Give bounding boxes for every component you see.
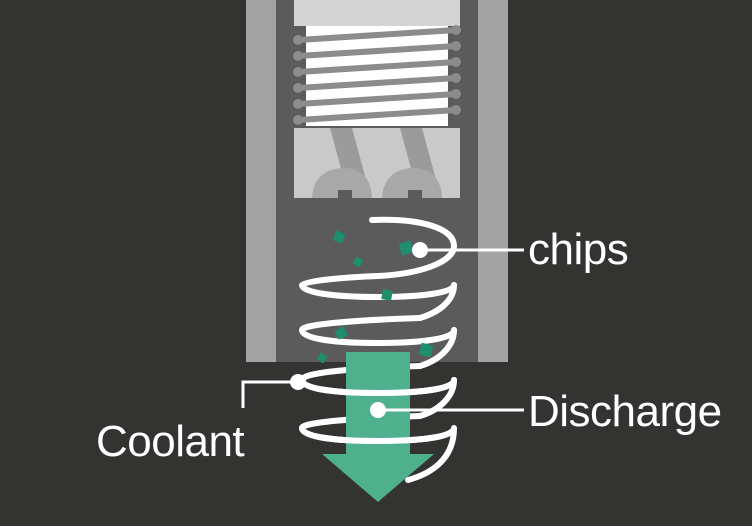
leader-lines — [241, 248, 524, 412]
chip-particle-icon — [352, 256, 364, 268]
internal-spring — [293, 0, 461, 126]
chips-label: chips — [528, 225, 629, 274]
chip-particle-icon — [316, 352, 328, 364]
chip-particle-icon — [418, 342, 434, 358]
cutting-head — [294, 128, 460, 204]
coolant-label: Coolant — [96, 417, 245, 466]
chip-particle-icon — [332, 230, 346, 244]
leader-dots — [290, 242, 428, 418]
discharge-label: Discharge — [528, 387, 722, 436]
chip-particle-icon — [334, 326, 348, 340]
chip-particles — [316, 230, 434, 364]
spiral-front — [299, 377, 457, 445]
chip-particle-icon — [381, 289, 393, 301]
chip-particle-icon — [398, 240, 414, 256]
